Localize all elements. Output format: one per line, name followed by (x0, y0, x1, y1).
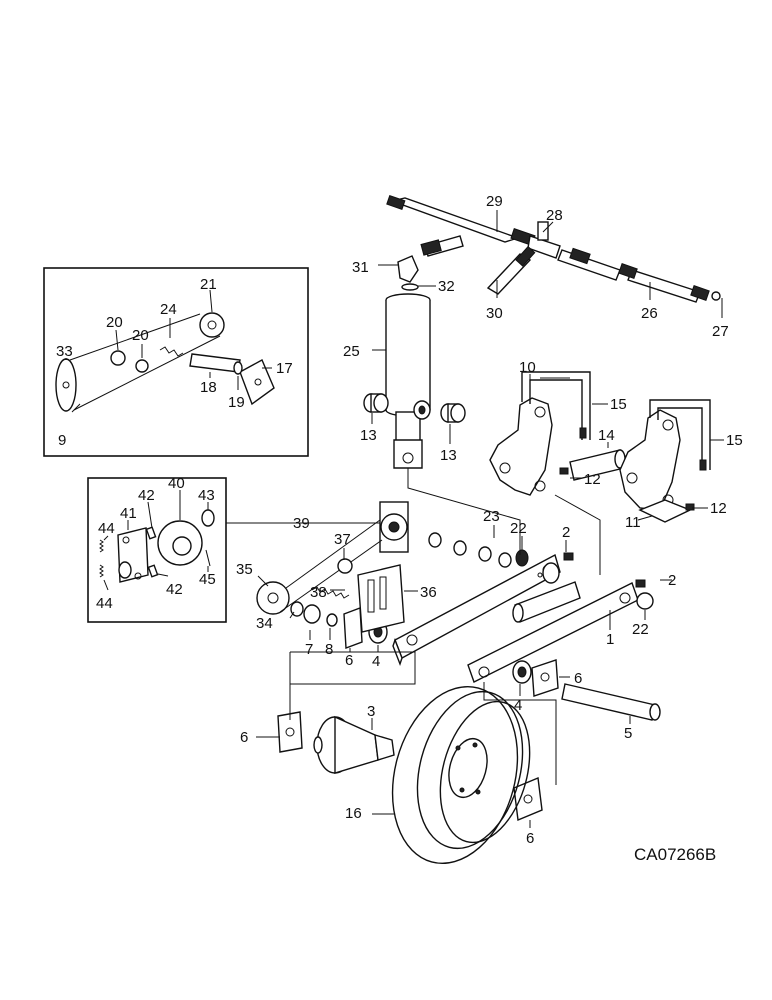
hub-and-wheel (277, 659, 559, 865)
callout-1: 1 (606, 631, 614, 648)
inset-sprocket-hub (87, 477, 227, 623)
callout-31: 31 (352, 259, 369, 276)
callout-18: 18 (200, 379, 217, 396)
callout-29: 29 (486, 193, 503, 210)
callout-14: 14 (598, 427, 615, 444)
callout-35: 35 (236, 561, 253, 578)
callout-22a: 22 (510, 520, 527, 537)
callout-3: 3 (367, 703, 375, 720)
callout-30: 30 (486, 305, 503, 322)
drive-assembly (256, 501, 529, 649)
callout-19: 19 (228, 394, 245, 411)
callout-12b: 12 (710, 500, 727, 517)
callout-41: 41 (120, 505, 137, 522)
callout-16: 16 (345, 805, 362, 822)
callout-4b: 4 (514, 697, 522, 714)
callout-33: 33 (56, 343, 73, 360)
callout-39: 39 (293, 515, 310, 532)
callout-2b: 2 (668, 572, 676, 589)
callout-36: 36 (420, 584, 437, 601)
callout-43: 43 (198, 487, 215, 504)
callout-24: 24 (160, 301, 177, 318)
callout-13a: 13 (360, 427, 377, 444)
callout-8: 8 (325, 641, 333, 658)
callout-6b: 6 (574, 670, 582, 687)
callout-7: 7 (305, 641, 313, 658)
callout-20b: 20 (132, 327, 149, 344)
callout-17: 17 (276, 360, 293, 377)
lift-bracket-assembly (489, 371, 711, 523)
callout-6d: 6 (526, 830, 534, 847)
callout-44b: 44 (96, 595, 113, 612)
callout-25: 25 (343, 343, 360, 360)
callout-42b: 42 (166, 581, 183, 598)
callout-11: 11 (625, 514, 641, 531)
callout-9: 9 (58, 432, 66, 449)
drawing-code: CA07266B (634, 845, 716, 864)
callout-32: 32 (438, 278, 455, 295)
callout-labels: 29 28 31 32 30 26 27 25 13 13 10 15 14 1… (56, 193, 743, 847)
callout-22b: 22 (632, 621, 649, 638)
callout-38: 38 (310, 584, 327, 601)
callout-10: 10 (519, 359, 536, 376)
callout-44a: 44 (98, 520, 115, 537)
callout-13b: 13 (440, 447, 457, 464)
callout-23: 23 (483, 508, 500, 525)
hydraulic-hose-assembly (386, 194, 721, 303)
callout-12a: 12 (584, 471, 601, 488)
callout-5: 5 (624, 725, 632, 742)
callout-15b: 15 (726, 432, 743, 449)
frame-arms (368, 552, 661, 721)
callout-26: 26 (641, 305, 658, 322)
callout-27: 27 (712, 323, 729, 340)
leader-lines (65, 210, 724, 828)
callout-6c: 6 (240, 729, 248, 746)
inset-chain-drive (43, 267, 309, 457)
callout-6a: 6 (345, 652, 353, 669)
callout-15a: 15 (610, 396, 627, 413)
callout-40: 40 (168, 475, 185, 492)
callout-20a: 20 (106, 314, 123, 331)
hydraulic-cylinder (363, 293, 466, 469)
callout-28: 28 (546, 207, 563, 224)
callout-21: 21 (200, 276, 217, 293)
callout-45: 45 (199, 571, 216, 588)
callout-2a: 2 (562, 524, 570, 541)
callout-4a: 4 (372, 653, 380, 670)
callout-42a: 42 (138, 487, 155, 504)
callout-34: 34 (256, 615, 273, 632)
callout-37: 37 (334, 531, 351, 548)
